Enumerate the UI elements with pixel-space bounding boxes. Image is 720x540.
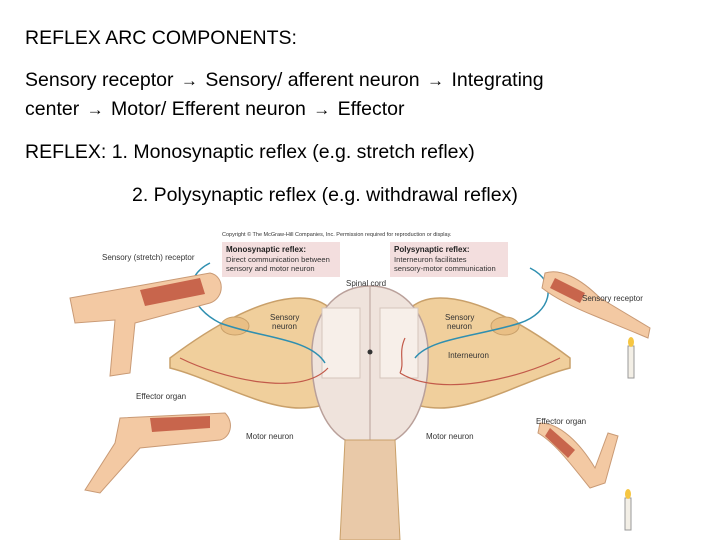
- heading: REFLEX ARC COMPONENTS:: [25, 27, 297, 49]
- reflex-type-1: REFLEX: 1. Monosynaptic reflex (e.g. str…: [25, 138, 475, 167]
- gray-matter-left: [321, 307, 361, 379]
- label-effector-organ-left: Effector organ: [136, 392, 186, 401]
- candle-lower: [624, 497, 632, 531]
- seq-afferent-neuron: Sensory/ afferent neuron: [205, 69, 420, 91]
- arrow-icon: →: [313, 100, 331, 119]
- seq-center: center: [25, 98, 80, 120]
- mono-box-title: Monosynaptic reflex:: [226, 245, 306, 254]
- label-motor-neuron-right: Motor neuron: [426, 432, 474, 441]
- seq-sensory-receptor: Sensory receptor: [25, 69, 174, 91]
- poly-box-line1: Interneuron facilitates: [394, 255, 467, 264]
- candle-upper: [627, 345, 635, 379]
- arrow-icon: →: [427, 71, 445, 90]
- seq-efferent-neuron: Motor/ Efferent neuron: [111, 98, 306, 120]
- reflex-arc-figure: Copyright © The McGraw-Hill Companies, I…: [69, 231, 651, 540]
- leg-lower-left: [84, 412, 231, 494]
- label-sensory-neuron-right: Sensory: [445, 313, 474, 322]
- arm-muscle-upper: [550, 278, 585, 303]
- mono-box-line2: sensory and motor neuron: [226, 264, 315, 273]
- poly-box-title: Polysynaptic reflex:: [394, 245, 470, 254]
- flame-upper-icon: [628, 337, 634, 347]
- arrow-icon: →: [180, 71, 198, 90]
- reflex-type-2: 2. Polysynaptic reflex (e.g. withdrawal …: [132, 184, 518, 206]
- sequence-line-1: Sensory receptor → Sensory/ afferent neu…: [25, 66, 544, 95]
- copyright-notice: Copyright © The McGraw-Hill Companies, I…: [222, 231, 452, 238]
- flame-lower-icon: [625, 489, 631, 499]
- ganglion-right: [490, 316, 520, 336]
- seq-integrating: Integrating: [451, 69, 544, 91]
- leg-upper-left: [69, 272, 222, 377]
- sequence-line-2: center → Motor/ Efferent neuron → Effect…: [25, 95, 405, 124]
- mono-box-line1: Direct communication between: [226, 255, 330, 264]
- monosynaptic-item: 1. Monosynaptic reflex (e.g. stretch ref…: [111, 141, 475, 163]
- arrow-icon: →: [86, 100, 104, 119]
- label-sensory-neuron-left: Sensory: [270, 313, 299, 322]
- monosynaptic-box: [222, 242, 340, 277]
- central-canal: [367, 349, 373, 355]
- arm-muscle-lower: [545, 428, 575, 458]
- label-spinal-cord: Spinal cord: [346, 279, 386, 288]
- leg-muscle-effector: [150, 416, 210, 432]
- poly-box-line2: sensory-motor communication: [394, 264, 496, 273]
- polysynaptic-box: [390, 242, 508, 277]
- label-effector-organ-right: Effector organ: [536, 417, 586, 426]
- interneuron-path: [399, 337, 406, 374]
- motor-neuron-left: [179, 357, 329, 384]
- seq-effector: Effector: [337, 98, 405, 120]
- label-interneuron: Interneuron: [448, 351, 489, 360]
- label-sensory-receptor: Sensory receptor: [582, 294, 643, 303]
- label-sensory-neuron-right-2: neuron: [447, 322, 472, 331]
- label-sensory-neuron-left-2: neuron: [272, 322, 297, 331]
- quadriceps-muscle: [140, 278, 205, 306]
- motor-neuron-right: [399, 357, 561, 386]
- label-motor-neuron-left: Motor neuron: [246, 432, 294, 441]
- reflex-label: REFLEX:: [25, 141, 107, 163]
- gray-matter-right: [379, 307, 419, 379]
- ganglion-left: [220, 316, 250, 336]
- label-sensory-stretch-receptor: Sensory (stretch) receptor: [102, 253, 195, 262]
- spinal-column: [339, 439, 401, 540]
